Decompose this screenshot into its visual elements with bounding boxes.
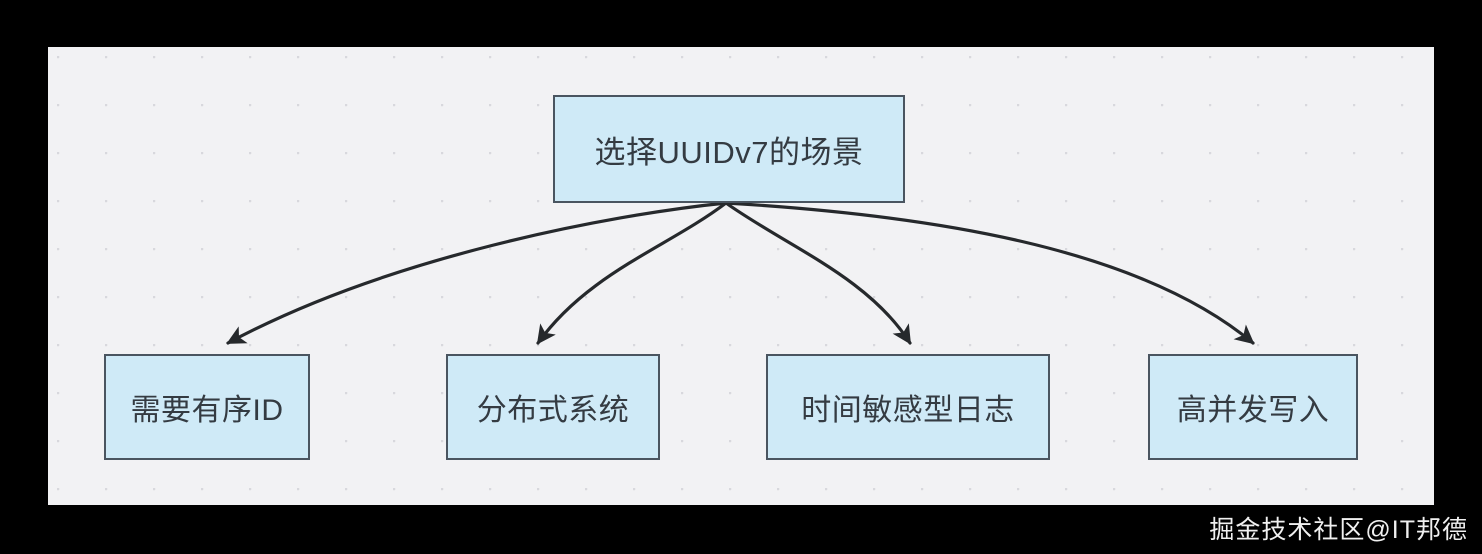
node-child-label: 时间敏感型日志 (801, 394, 1015, 427)
node-child-distributed-system[interactable]: 分布式系统 (446, 354, 660, 460)
node-child-label: 高并发写入 (1176, 394, 1330, 427)
node-root[interactable]: 选择UUIDv7的场景 (553, 95, 905, 203)
node-child-high-concurrency-write[interactable]: 高并发写入 (1148, 354, 1358, 460)
watermark: 掘金技术社区@IT邦德 (1209, 516, 1468, 544)
connector-root-to-child-2 (724, 201, 912, 345)
node-child-time-sensitive-log[interactable]: 时间敏感型日志 (766, 354, 1050, 460)
node-child-label: 分布式系统 (476, 394, 630, 427)
node-child-ordered-id[interactable]: 需要有序ID (104, 354, 310, 460)
diagram-canvas: 选择UUIDv7的场景 需要有序ID 分布式系统 时间敏感型日志 高并发写入 (48, 47, 1434, 505)
node-root-label: 选择UUIDv7的场景 (594, 134, 864, 170)
node-child-label: 需要有序ID (130, 394, 284, 427)
connector-root-to-child-3 (724, 201, 1255, 345)
connector-root-to-child-0 (226, 201, 728, 345)
connector-root-to-child-1 (536, 201, 728, 345)
